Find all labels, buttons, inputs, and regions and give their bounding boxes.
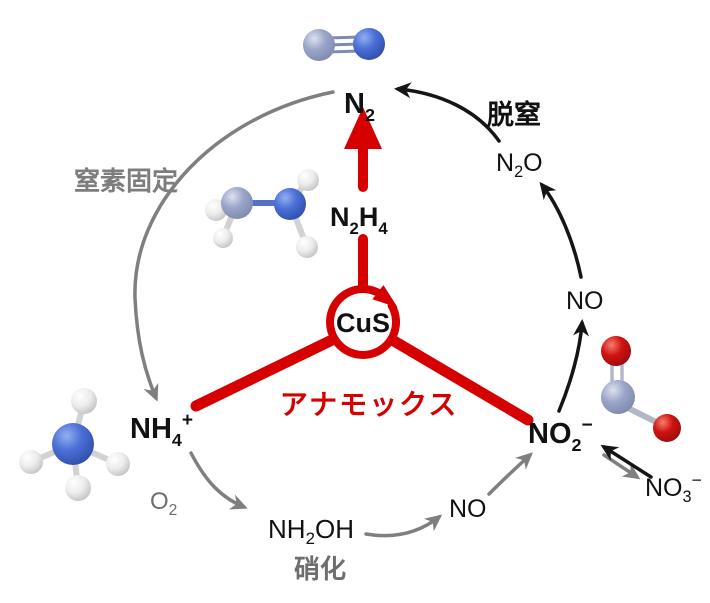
h-atom xyxy=(19,450,43,474)
cus-to-no2-line xyxy=(388,335,534,426)
nitrogen-fixation-arrow xyxy=(133,90,335,402)
n2o-label: N2O xyxy=(496,149,543,181)
nh4-to-nh2oh-arrow xyxy=(189,451,248,510)
n-h-bonds-icon xyxy=(28,399,121,491)
no2-label: NO2− xyxy=(528,415,593,455)
o-atom xyxy=(653,414,681,442)
cus-to-nh4-line xyxy=(190,334,338,412)
h-atom xyxy=(106,452,130,476)
no-to-n2o-arrow xyxy=(539,181,583,279)
n-atom xyxy=(221,187,253,219)
no-bottom-label: NO xyxy=(449,495,487,523)
n-atom xyxy=(601,380,635,414)
no3-label: NO3− xyxy=(645,470,702,506)
n-atom xyxy=(353,28,385,60)
no2-molecule xyxy=(601,336,681,442)
h-atom xyxy=(71,388,97,414)
no-right-label: NO xyxy=(566,287,604,315)
n-atom xyxy=(274,188,306,220)
cus-cycle-arrowhead-icon xyxy=(372,285,398,308)
nh2oh-label: NH2OH xyxy=(268,514,354,548)
cus-cycle-circle xyxy=(326,285,400,359)
n2h4-molecule xyxy=(205,169,319,258)
n2-label: N2 xyxy=(344,88,375,125)
h-atom xyxy=(296,236,318,258)
nh4-molecule xyxy=(19,388,130,501)
n2h4-to-n2-arrowhead-icon xyxy=(344,107,382,149)
no3-to-no2-arrow xyxy=(600,444,653,479)
nh4-label: NH4+ xyxy=(130,410,193,450)
h-atom xyxy=(213,228,233,248)
nh2oh-to-no-arrow xyxy=(364,514,443,538)
no-to-no2-arrow xyxy=(487,452,533,496)
denitrification-label: 脱窒 xyxy=(487,99,541,130)
cus-catalyst-label: CuS xyxy=(336,308,390,338)
n2o-to-n2-arrow xyxy=(394,82,501,143)
nitrification-label: 硝化 xyxy=(294,554,346,584)
o2-label: O2 xyxy=(150,488,177,519)
n2h4-label: N2H4 xyxy=(330,202,388,238)
single-bond-icon xyxy=(625,405,661,426)
o-atom xyxy=(601,336,631,366)
anammox-label: アナモックス xyxy=(280,389,459,420)
n2-molecule xyxy=(303,28,385,61)
no2-to-no-arrow xyxy=(557,319,590,413)
nitrogen-fixation-label: 窒素固定 xyxy=(74,166,178,196)
n-atom xyxy=(303,29,335,61)
h-atom xyxy=(65,475,91,501)
n-atom xyxy=(52,423,94,465)
h-atom xyxy=(297,169,319,191)
